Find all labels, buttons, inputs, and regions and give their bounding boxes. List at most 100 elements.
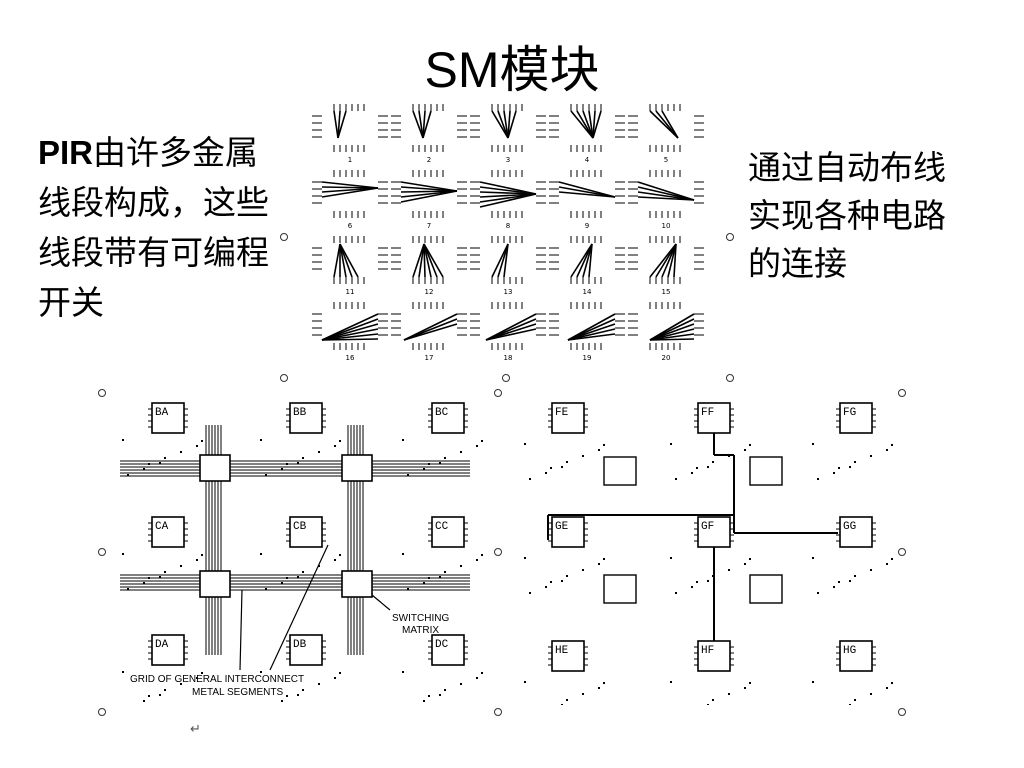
pin-dot <box>402 671 404 673</box>
block-label: BA <box>155 407 169 419</box>
pin-dot <box>481 672 483 674</box>
pin-dot <box>744 449 746 451</box>
switching-matrix <box>341 570 373 598</box>
pattern-number: 3 <box>506 156 510 164</box>
grid-label: GRID OF GENERAL INTERCONNECT <box>130 674 304 685</box>
pin-dot <box>460 683 462 685</box>
pin-dot <box>603 682 605 684</box>
pin-dot <box>891 558 893 560</box>
pin-dot <box>444 571 446 573</box>
block-label: HF <box>701 645 714 657</box>
pin-dot <box>127 588 129 590</box>
switch-pattern: 15 <box>628 236 704 296</box>
switching-matrix <box>749 574 783 604</box>
block-label: GF <box>701 521 714 533</box>
pin-dot <box>691 472 693 474</box>
switch-pattern: 8 <box>470 170 546 230</box>
pin-dot <box>428 695 430 697</box>
pin-dot <box>529 478 531 480</box>
pointer-arrow <box>269 544 329 671</box>
switching-matrix <box>341 454 373 482</box>
pin-dot <box>444 689 446 691</box>
pin-dot <box>143 582 145 584</box>
pin-dot <box>566 461 568 463</box>
pin-dot <box>423 700 425 702</box>
switch-pattern: 6 <box>312 170 388 230</box>
pin-dot <box>812 443 814 445</box>
pin-dot <box>302 457 304 459</box>
pin-dot <box>318 683 320 685</box>
pin-dot <box>854 575 856 577</box>
pin-dot <box>164 571 166 573</box>
pattern-number: 6 <box>348 222 353 230</box>
pin-dot <box>561 580 563 582</box>
switch-pattern: 13 <box>470 236 546 296</box>
handle-circle <box>494 389 502 397</box>
pattern-number: 5 <box>664 156 668 164</box>
block-label: DC <box>435 639 449 651</box>
pattern-number: 4 <box>585 156 590 164</box>
switch-pattern: 3 <box>470 104 546 164</box>
pin-dot <box>180 451 182 453</box>
pin-dot <box>849 466 851 468</box>
logic-block: CC <box>428 516 468 548</box>
pin-dot <box>728 693 730 695</box>
pointer-arrow <box>239 589 243 671</box>
logic-block: HG <box>836 640 876 672</box>
pin-dot <box>334 445 336 447</box>
pin-dot <box>582 455 584 457</box>
pin-dot <box>423 582 425 584</box>
pin-dot <box>582 693 584 695</box>
pin-dot <box>675 478 677 480</box>
pin-dot <box>838 581 840 583</box>
pin-dot <box>870 455 872 457</box>
switching-matrix <box>749 456 783 486</box>
pattern-number: 16 <box>346 354 355 362</box>
pin-dot <box>407 474 409 476</box>
switch-pattern: 20 <box>628 302 704 362</box>
switch-pattern: 12 <box>391 236 467 296</box>
pin-dot <box>180 565 182 567</box>
pin-dot <box>598 687 600 689</box>
block-label: FE <box>555 407 569 419</box>
pattern-number: 14 <box>583 288 592 296</box>
pin-dot <box>854 699 856 701</box>
block-label: FG <box>843 407 856 419</box>
handle-circle <box>280 374 288 382</box>
pin-dot <box>476 677 478 679</box>
pattern-number: 20 <box>662 354 671 362</box>
pin-dot <box>260 439 262 441</box>
pin-dot <box>598 449 600 451</box>
pin-dot <box>566 699 568 701</box>
switching-matrix <box>603 456 637 486</box>
pin-dot <box>481 440 483 442</box>
pin-dot <box>127 474 129 476</box>
switch-pattern: 16 <box>312 302 388 362</box>
pin-dot <box>260 671 262 673</box>
pin-dot <box>334 677 336 679</box>
pin-dot <box>302 571 304 573</box>
switch-pattern: 2 <box>391 104 467 164</box>
pattern-number: 11 <box>346 288 355 296</box>
pin-dot <box>122 553 124 555</box>
switch-pattern: 10 <box>628 170 704 230</box>
pattern-number: 10 <box>662 222 671 230</box>
pin-dot <box>476 559 478 561</box>
switching-matrix-label: MATRIX <box>402 625 439 636</box>
pin-dot <box>817 592 819 594</box>
block-label: CA <box>155 521 169 533</box>
logic-block: CA <box>148 516 188 548</box>
block-label: DB <box>293 639 307 651</box>
switching-matrix <box>603 574 637 604</box>
pir-label: PIR <box>38 134 94 171</box>
grid-label: METAL SEGMENTS <box>192 687 283 698</box>
logic-block: GF <box>694 516 734 548</box>
pin-dot <box>582 569 584 571</box>
pin-dot <box>749 558 751 560</box>
pin-dot <box>670 557 672 559</box>
pin-dot <box>749 682 751 684</box>
pin-dot <box>891 682 893 684</box>
pin-dot <box>281 582 283 584</box>
pin-dot <box>297 462 299 464</box>
